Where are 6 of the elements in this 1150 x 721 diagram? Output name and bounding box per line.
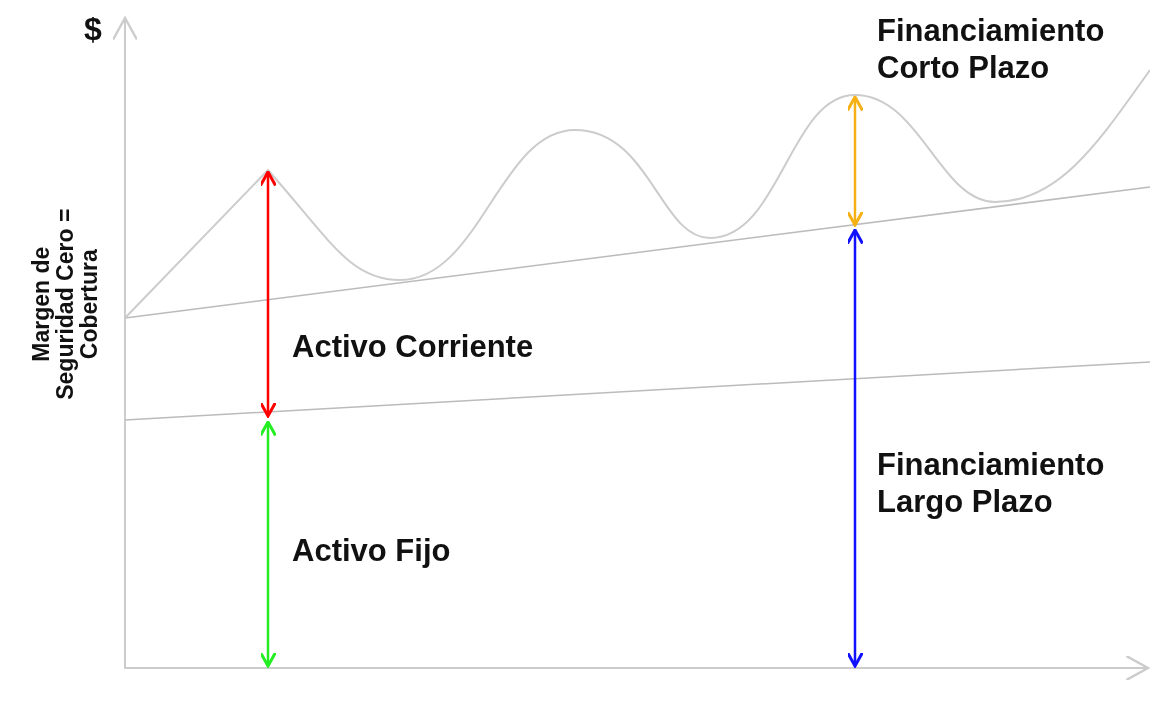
y-axis-label: $ bbox=[84, 10, 102, 49]
region-label: Financiamiento Largo Plazo bbox=[877, 446, 1106, 521]
region-label: Financiamiento Corto Plazo bbox=[877, 12, 1106, 87]
region-label: Activo Fijo bbox=[292, 532, 451, 570]
region-label: Activo Corriente bbox=[292, 328, 534, 366]
axis-title: Margen de Seguridad Cero = Cobertura bbox=[28, 207, 102, 402]
